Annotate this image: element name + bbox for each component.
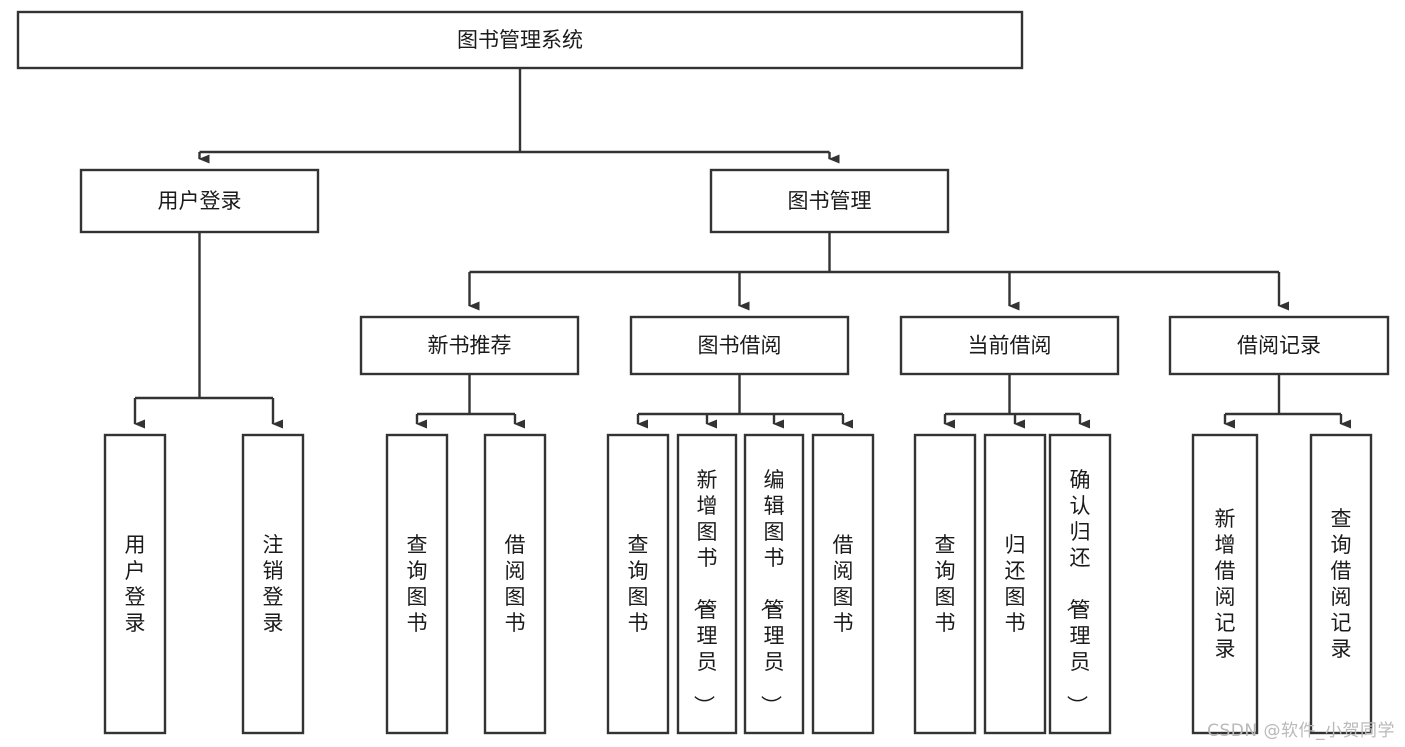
node-root[interactable]: 图书管理系统 (16, 10, 1024, 70)
node-label-root: 图书管理系统 (457, 28, 583, 52)
node-leaf-user-login[interactable]: 用户登录 (103, 433, 167, 735)
node-label-leaf-user-logout: 注销登录 (263, 533, 284, 635)
node-label-user-login: 用户登录 (158, 189, 242, 213)
node-label-book-borrow: 图书借阅 (698, 334, 782, 358)
node-leaf-borrow-book-2[interactable]: 借阅图书 (811, 433, 875, 735)
node-box-leaf-user-logout[interactable] (241, 433, 305, 735)
node-leaf-return-book[interactable]: 归还图书 (983, 433, 1047, 735)
node-leaf-borrow-book-1[interactable]: 借阅图书 (483, 433, 547, 735)
node-label-current-borrow: 当前借阅 (968, 334, 1052, 358)
node-box-leaf-query-book-1[interactable] (385, 433, 449, 735)
node-new-book-recommend[interactable]: 新书推荐 (359, 315, 580, 376)
node-label-new-book-recommend: 新书推荐 (428, 334, 512, 358)
node-box-current-borrow[interactable] (899, 315, 1120, 376)
node-label-leaf-query-book-3: 查询图书 (935, 533, 956, 635)
node-label-leaf-query-record: 查询借阅记录 (1331, 507, 1352, 661)
node-box-root[interactable] (16, 10, 1024, 70)
node-box-leaf-borrow-book-2[interactable] (811, 433, 875, 735)
node-leaf-add-record[interactable]: 新增借阅记录 (1191, 433, 1259, 735)
node-box-leaf-borrow-book-1[interactable] (483, 433, 547, 735)
node-user-login[interactable]: 用户登录 (79, 168, 320, 234)
node-borrow-record[interactable]: 借阅记录 (1168, 315, 1390, 376)
node-box-leaf-add-book[interactable] (676, 433, 738, 735)
node-label-leaf-add-book: 新增图书（管理员） (692, 468, 718, 716)
node-label-leaf-confirm-return: 确认归还（管理员） (1065, 468, 1091, 716)
node-label-leaf-query-book-1: 查询图书 (407, 533, 428, 635)
node-leaf-query-book-3[interactable]: 查询图书 (913, 433, 977, 735)
node-leaf-add-book[interactable]: 新增图书（管理员） (676, 433, 738, 735)
node-box-leaf-query-record[interactable] (1309, 433, 1373, 735)
node-box-leaf-edit-book[interactable] (743, 433, 805, 735)
node-book-manage[interactable]: 图书管理 (709, 168, 950, 234)
node-label-leaf-user-login: 用户登录 (125, 533, 146, 635)
node-book-borrow[interactable]: 图书借阅 (629, 315, 850, 376)
connector-layer (133, 68, 1351, 429)
node-label-leaf-add-record: 新增借阅记录 (1215, 507, 1236, 661)
node-box-borrow-record[interactable] (1168, 315, 1390, 376)
watermark-csdn: CSDN @软件_小贺同学 (1207, 721, 1395, 741)
node-leaf-query-book-2[interactable]: 查询图书 (606, 433, 670, 735)
node-box-leaf-confirm-return[interactable] (1048, 433, 1112, 735)
node-leaf-confirm-return[interactable]: 确认归还（管理员） (1048, 433, 1112, 735)
node-box-leaf-query-book-3[interactable] (913, 433, 977, 735)
node-box-leaf-return-book[interactable] (983, 433, 1047, 735)
node-label-leaf-borrow-book-2: 借阅图书 (833, 533, 854, 635)
node-label-leaf-edit-book: 编辑图书（管理员） (759, 468, 785, 716)
node-box-leaf-add-record[interactable] (1191, 433, 1259, 735)
node-box-user-login[interactable] (79, 168, 320, 234)
node-leaf-query-book-1[interactable]: 查询图书 (385, 433, 449, 735)
node-leaf-query-record[interactable]: 查询借阅记录 (1309, 433, 1373, 735)
node-box-new-book-recommend[interactable] (359, 315, 580, 376)
node-current-borrow[interactable]: 当前借阅 (899, 315, 1120, 376)
node-leaf-user-logout[interactable]: 注销登录 (241, 433, 305, 735)
node-label-book-manage: 图书管理 (788, 189, 872, 213)
node-box-leaf-user-login[interactable] (103, 433, 167, 735)
node-box-book-manage[interactable] (709, 168, 950, 234)
node-label-leaf-borrow-book-1: 借阅图书 (505, 533, 526, 635)
node-box-leaf-query-book-2[interactable] (606, 433, 670, 735)
node-label-borrow-record: 借阅记录 (1237, 334, 1321, 358)
node-leaf-edit-book[interactable]: 编辑图书（管理员） (743, 433, 805, 735)
node-layer: 图书管理系统用户登录图书管理新书推荐图书借阅当前借阅借阅记录用户登录注销登录查询… (16, 10, 1390, 735)
node-label-leaf-return-book: 归还图书 (1005, 533, 1026, 635)
node-box-book-borrow[interactable] (629, 315, 850, 376)
node-label-leaf-query-book-2: 查询图书 (628, 533, 649, 635)
